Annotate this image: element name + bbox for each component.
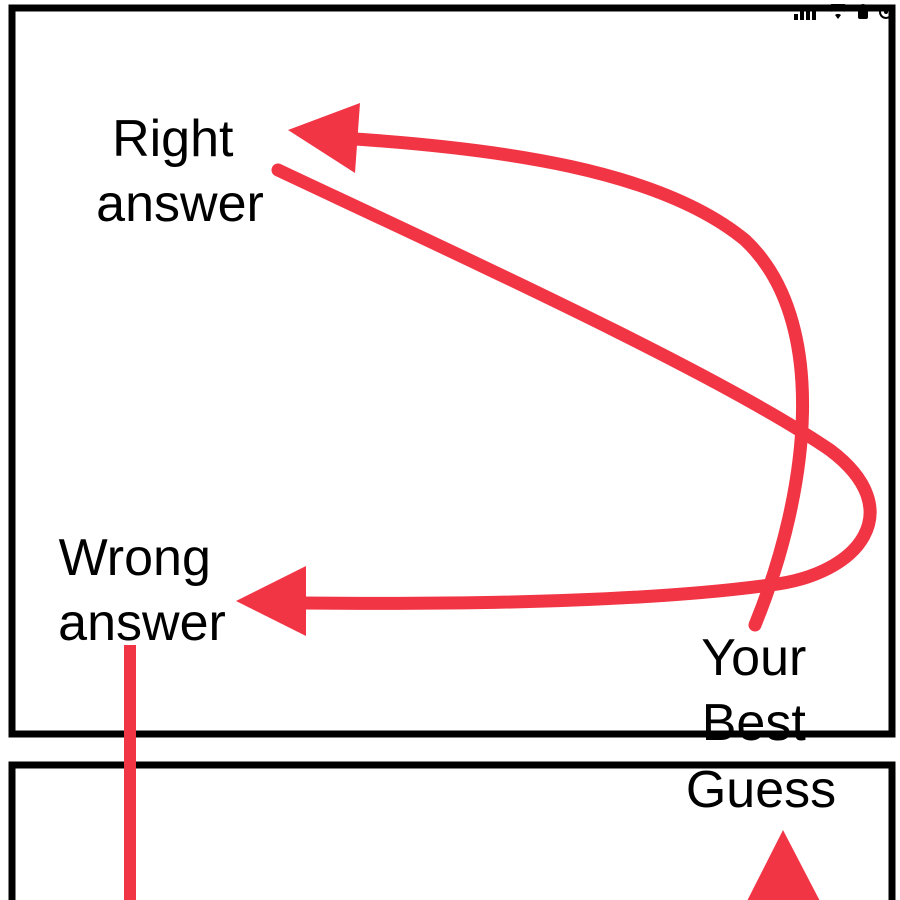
wrong-answer-line-2: answer	[58, 594, 226, 652]
location-icon	[879, 5, 893, 19]
your-best-guess-label: Your Best Guess	[686, 629, 836, 819]
right-answer-arrowhead	[288, 103, 360, 173]
right-answer-line-1: Right	[112, 110, 234, 168]
bottom-panel-frame	[8, 761, 896, 900]
status-bar	[794, 2, 894, 22]
wrong-answer-label: Wrong answer	[58, 529, 226, 652]
right-answer-line-2: answer	[96, 175, 264, 233]
wifi-icon	[828, 4, 848, 19]
right-answer-label: Right answer	[96, 110, 264, 233]
right-to-wrong-loop	[271, 163, 877, 610]
bottom-arrowhead	[747, 830, 820, 900]
your-best-guess-line-2: Best	[702, 694, 807, 752]
your-best-guess-line-3: Guess	[686, 761, 836, 819]
top-panel-frame	[8, 4, 896, 738]
wrong-answer-line-1: Wrong	[59, 529, 211, 587]
your-best-guess-line-1: Your	[701, 629, 806, 687]
guess-to-right-curve	[333, 131, 810, 632]
signal-icon	[794, 5, 816, 20]
lock-rotation-icon	[858, 4, 868, 19]
wrong-answer-arrowhead	[236, 566, 306, 636]
